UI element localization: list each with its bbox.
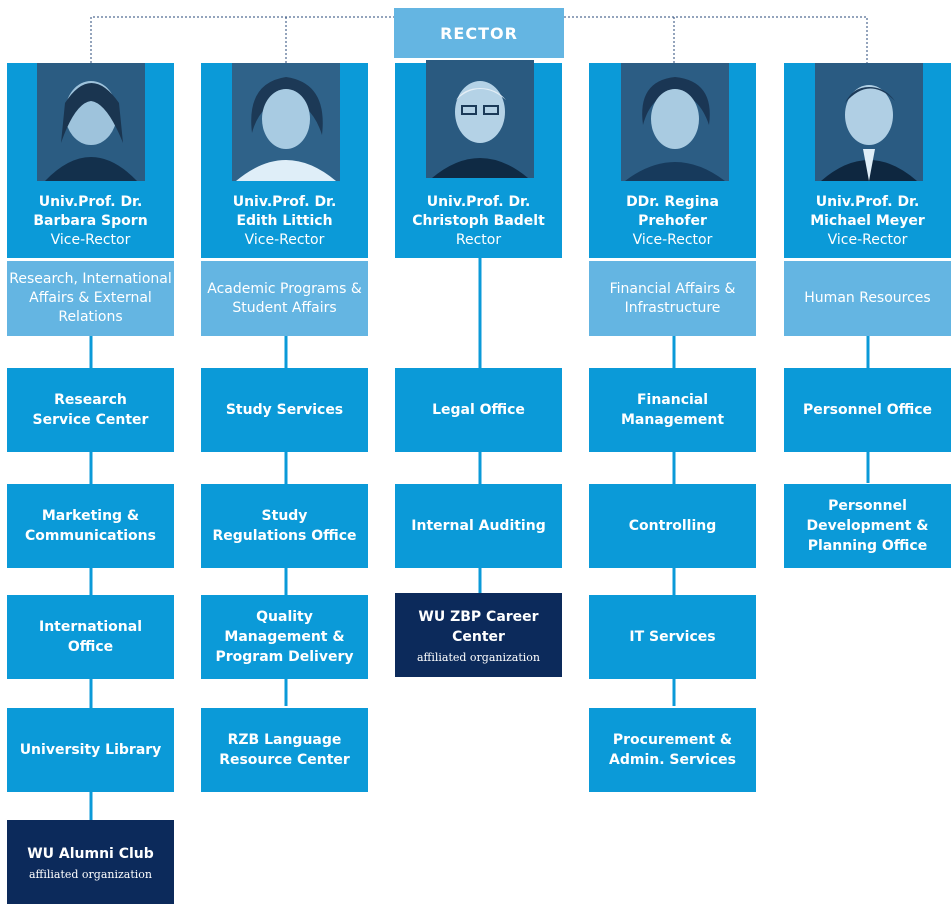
person-title: Univ.Prof. Dr. — [815, 194, 920, 210]
unit-study-services: Study Services — [201, 368, 368, 452]
affiliated-name: WU ZBP Career Center — [418, 608, 539, 645]
person-name: Barbara Sporn — [33, 213, 148, 229]
portrait-photo-sporn — [37, 63, 145, 181]
unit-legal-office: Legal Office — [395, 368, 562, 452]
unit-international-office: International Office — [7, 595, 174, 679]
unit-financial-management: Financial Management — [589, 368, 756, 452]
person-title: Univ.Prof. Dr. — [232, 194, 337, 210]
person-badelt: Univ.Prof. Dr. Christoph Badelt Rector — [395, 193, 562, 250]
area-human-resources: Human Resources — [784, 261, 951, 336]
portrait-photo-badelt — [426, 60, 534, 178]
person-name: Edith Littich — [236, 213, 333, 229]
unit-rzb-language-resource-center: RZB Language Resource Center — [201, 708, 368, 792]
person-name: Prehofer — [638, 213, 707, 229]
affiliated-wu-alumni-club: WU Alumni Club affiliated organization — [7, 820, 174, 904]
person-role: Vice-Rector — [244, 232, 325, 248]
person-sporn: Univ.Prof. Dr. Barbara Sporn Vice-Rector — [7, 193, 174, 250]
unit-procurement-admin-services: Procurement & Admin. Services — [589, 708, 756, 792]
person-role: Vice-Rector — [50, 232, 131, 248]
portrait-photo-meyer — [815, 63, 923, 181]
unit-study-regulations-office: Study Regulations Office — [201, 484, 368, 568]
unit-it-services: IT Services — [589, 595, 756, 679]
person-littich: Univ.Prof. Dr. Edith Littich Vice-Rector — [201, 193, 368, 250]
portrait-photo-prehofer — [621, 63, 729, 181]
person-prehofer: DDr. Regina Prehofer Vice-Rector — [589, 193, 756, 250]
unit-personnel-development-planning-office: Personnel Development & Planning Office — [784, 484, 951, 568]
area-financial-affairs: Financial Affairs & Infrastructure — [589, 261, 756, 336]
person-title: Univ.Prof. Dr. — [38, 194, 143, 210]
portrait-photo-littich — [232, 63, 340, 181]
person-title: Univ.Prof. Dr. — [426, 194, 531, 210]
area-academic-programs: Academic Programs & Student Affairs — [201, 261, 368, 336]
rector-box: RECTOR — [394, 8, 564, 58]
affiliated-note: affiliated organization — [28, 867, 153, 881]
affiliated-wu-zbp-career-center: WU ZBP Career Center affiliated organiza… — [395, 593, 562, 677]
unit-internal-auditing: Internal Auditing — [395, 484, 562, 568]
unit-research-service-center: Research Service Center — [7, 368, 174, 452]
person-meyer: Univ.Prof. Dr. Michael Meyer Vice-Rector — [784, 193, 951, 250]
unit-university-library: University Library — [7, 708, 174, 792]
person-name: Michael Meyer — [810, 213, 925, 229]
person-role: Rector — [455, 232, 502, 248]
area-research: Research, International Affairs & Extern… — [7, 261, 174, 336]
unit-personnel-office: Personnel Office — [784, 368, 951, 452]
affiliated-note: affiliated organization — [416, 650, 541, 664]
person-name: Christoph Badelt — [412, 213, 545, 229]
unit-controlling: Controlling — [589, 484, 756, 568]
person-role: Vice-Rector — [632, 232, 713, 248]
affiliated-name: WU Alumni Club — [27, 845, 154, 862]
person-role: Vice-Rector — [827, 232, 908, 248]
unit-quality-management: Quality Management & Program Delivery — [201, 595, 368, 679]
unit-marketing-communications: Marketing & Communications — [7, 484, 174, 568]
person-title: DDr. Regina — [626, 194, 719, 210]
